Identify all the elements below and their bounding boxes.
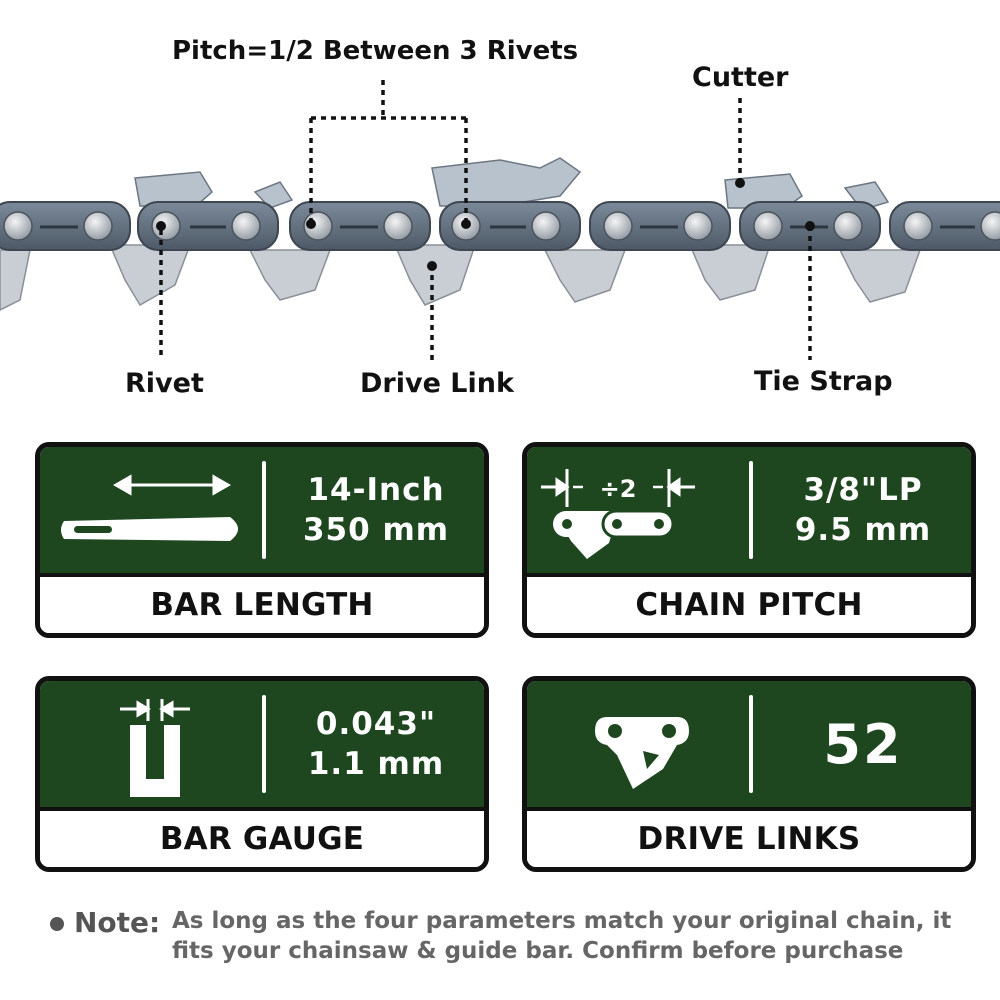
bar-gauge-icon (120, 699, 190, 797)
drive-links-title: DRIVE LINKS (637, 821, 861, 857)
card-divider (749, 695, 753, 793)
bar-length-title: BAR LENGTH (150, 587, 374, 623)
bar-length-card: 14-Inch 350 mm BAR LENGTH (35, 442, 489, 638)
rivet-label: Rivet (125, 368, 204, 399)
bar-length-mm: 350 mm (302, 512, 450, 548)
chain-pitch-card: ÷2 3/8"LP 9.5 mm CHAIN PITCH (522, 442, 976, 638)
cutter-label: Cutter (692, 62, 789, 93)
card-divider (749, 461, 753, 559)
drive-link-label: Drive Link (360, 368, 514, 399)
pitch-label: Pitch=1/2 Between 3 Rivets (172, 36, 579, 66)
drive-links-card: 52 DRIVE LINKS (522, 676, 976, 872)
bar-gauge-card: 0.043" 1.1 mm BAR GAUGE (35, 676, 489, 872)
drive-links-count: 52 (823, 712, 903, 776)
guide-bar-icon (61, 474, 238, 541)
leader-lines (159, 80, 812, 360)
card-divider (262, 461, 266, 559)
drive-link-icon (595, 717, 689, 789)
bar-gauge-mm: 1.1 mm (307, 746, 445, 782)
card-divider (262, 695, 266, 793)
chain-illustration (0, 80, 1000, 360)
drive-links-row (0, 244, 922, 311)
bar-length-inch: 14-Inch (307, 472, 445, 508)
rivets-row (3, 211, 1000, 241)
chain-pitch-title: CHAIN PITCH (635, 587, 863, 623)
bar-gauge-inch: 0.043" (315, 706, 437, 742)
bar-gauge-title: BAR GAUGE (159, 821, 365, 857)
chain-pitch-icon: ÷2 (541, 469, 695, 559)
chain-pitch-inch: 3/8"LP (803, 472, 923, 508)
note-text: As long as the four parameters match you… (172, 908, 952, 964)
bullet-icon (50, 917, 64, 931)
note-title: Note: (74, 906, 161, 939)
pitch-divide-text: ÷2 (600, 475, 637, 503)
chain-pitch-mm: 9.5 mm (794, 512, 932, 548)
tie-strap-label: Tie Strap (754, 366, 893, 397)
